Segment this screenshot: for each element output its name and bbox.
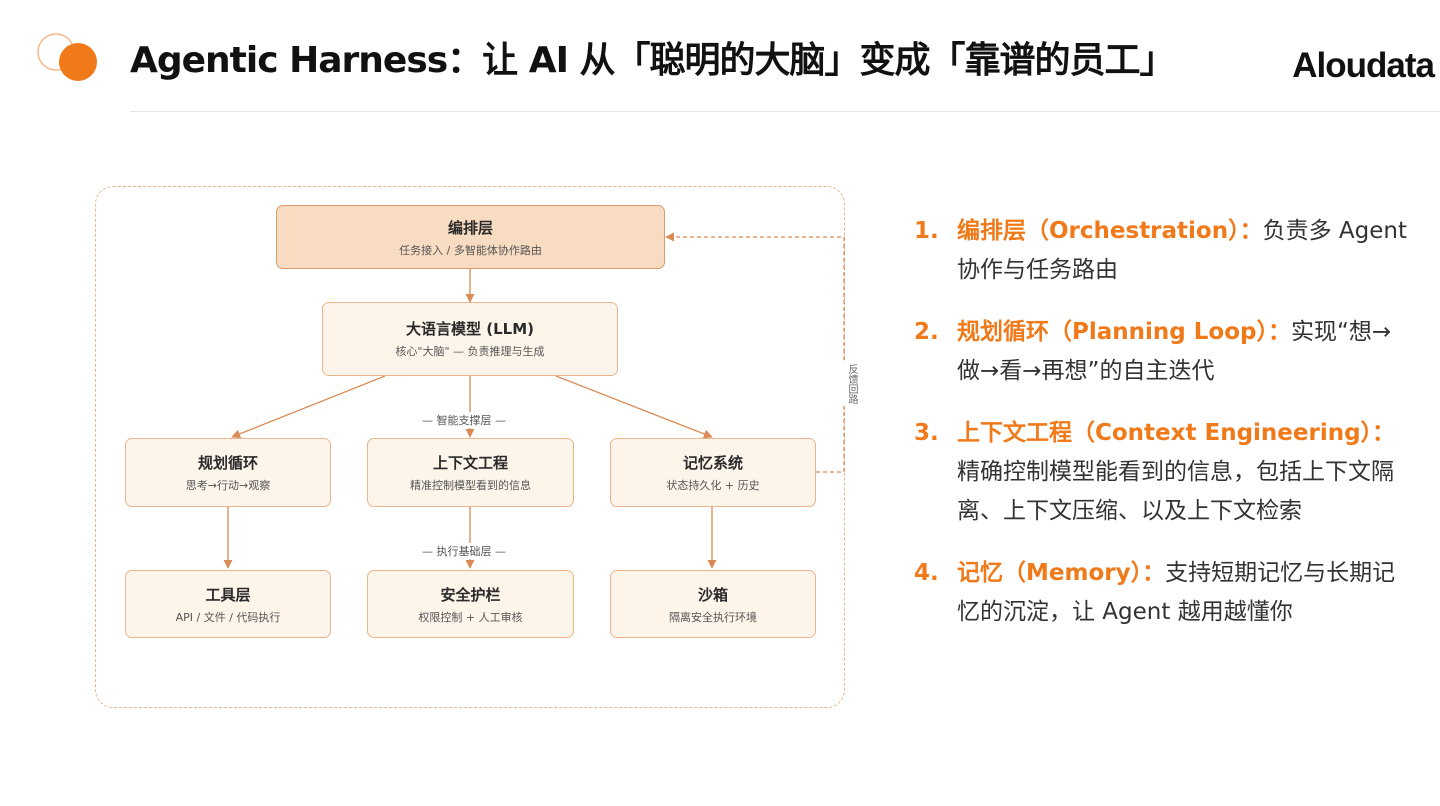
item-heading: 规划循环（Planning Loop）： <box>957 319 1291 345</box>
node-title: 大语言模型 (LLM) <box>406 320 534 338</box>
node-title: 工具层 <box>205 586 251 604</box>
item-number: 1. <box>914 218 939 244</box>
item-heading: 记忆（Memory）： <box>957 560 1166 586</box>
node-subtitle: 思考→行动→观察 <box>185 479 271 492</box>
node-subtitle: 任务接入 / 多智能体协作路由 <box>399 244 542 257</box>
node-subtitle: 核心"大脑" — 负责推理与生成 <box>395 345 545 358</box>
list-item: 2. 规划循环（Planning Loop）：实现“想→做→看→再想”的自主迭代 <box>914 313 1414 391</box>
node-title: 沙箱 <box>697 586 728 604</box>
arrow-llm-planning <box>231 375 386 439</box>
node-sandbox: 沙箱 隔离安全执行环境 <box>610 570 816 638</box>
node-memory: 记忆系统 状态持久化 + 历史 <box>610 438 816 507</box>
brand-logo: Aloudata <box>1292 46 1435 85</box>
node-title: 规划循环 <box>197 454 258 472</box>
item-description: 实现“想→做→看→再想”的自主迭代 <box>957 319 1392 384</box>
feedback-loop-line <box>665 232 845 473</box>
support-layer-label: — 智能支撑层 — <box>418 412 510 428</box>
list-item: 3. 上下文工程（Context Engineering）： 精确控制模型能看到的… <box>914 414 1414 531</box>
node-orchestration: 编排层 任务接入 / 多智能体协作路由 <box>276 205 665 269</box>
logo-circles-icon <box>37 33 97 81</box>
item-number: 4. <box>914 560 939 586</box>
node-title: 编排层 <box>447 219 493 237</box>
node-context: 上下文工程 精准控制模型看到的信息 <box>367 438 574 507</box>
item-number: 2. <box>914 319 939 345</box>
node-subtitle: 精准控制模型看到的信息 <box>410 479 531 492</box>
item-description: 支持短期记忆与长期记忆的沉淀，让 Agent 越用越懂你 <box>957 560 1396 625</box>
node-guardrail: 安全护栏 权限控制 + 人工审核 <box>367 570 574 638</box>
node-tools: 工具层 API / 文件 / 代码执行 <box>125 570 331 638</box>
list-item: 1. 编排层（Orchestration）：负责多 Agent 协作与任务路由 <box>914 212 1414 290</box>
arrow-llm-memory <box>555 375 713 439</box>
node-llm: 大语言模型 (LLM) 核心"大脑" — 负责推理与生成 <box>322 302 618 376</box>
node-subtitle: API / 文件 / 代码执行 <box>175 611 281 624</box>
header-divider <box>130 111 1440 112</box>
node-subtitle: 状态持久化 + 历史 <box>666 479 760 492</box>
item-number: 3. <box>914 420 939 446</box>
node-title: 记忆系统 <box>682 454 743 472</box>
node-subtitle: 权限控制 + 人工审核 <box>418 611 523 624</box>
page-title: Agentic Harness：让 AI 从「聪明的大脑」变成「靠谱的员工」 <box>130 40 1175 81</box>
list-item: 4. 记忆（Memory）：支持短期记忆与长期记忆的沉淀，让 Agent 越用越… <box>914 554 1414 632</box>
feedback-loop-label: 反馈回路 <box>843 362 859 406</box>
item-heading: 编排层（Orchestration）： <box>957 218 1263 244</box>
component-list: 1. 编排层（Orchestration）：负责多 Agent 协作与任务路由 … <box>914 212 1414 632</box>
node-title: 安全护栏 <box>440 586 501 604</box>
node-title: 上下文工程 <box>432 454 508 472</box>
node-planning: 规划循环 思考→行动→观察 <box>125 438 331 507</box>
node-subtitle: 隔离安全执行环境 <box>669 611 757 624</box>
execution-layer-label: — 执行基础层 — <box>418 543 510 559</box>
item-description: 精确控制模型能看到的信息，包括上下文隔离、上下文压缩、以及上下文检索 <box>957 459 1394 524</box>
item-description: 负责多 Agent 协作与任务路由 <box>957 218 1407 283</box>
item-heading: 上下文工程（Context Engineering）： <box>957 420 1396 446</box>
